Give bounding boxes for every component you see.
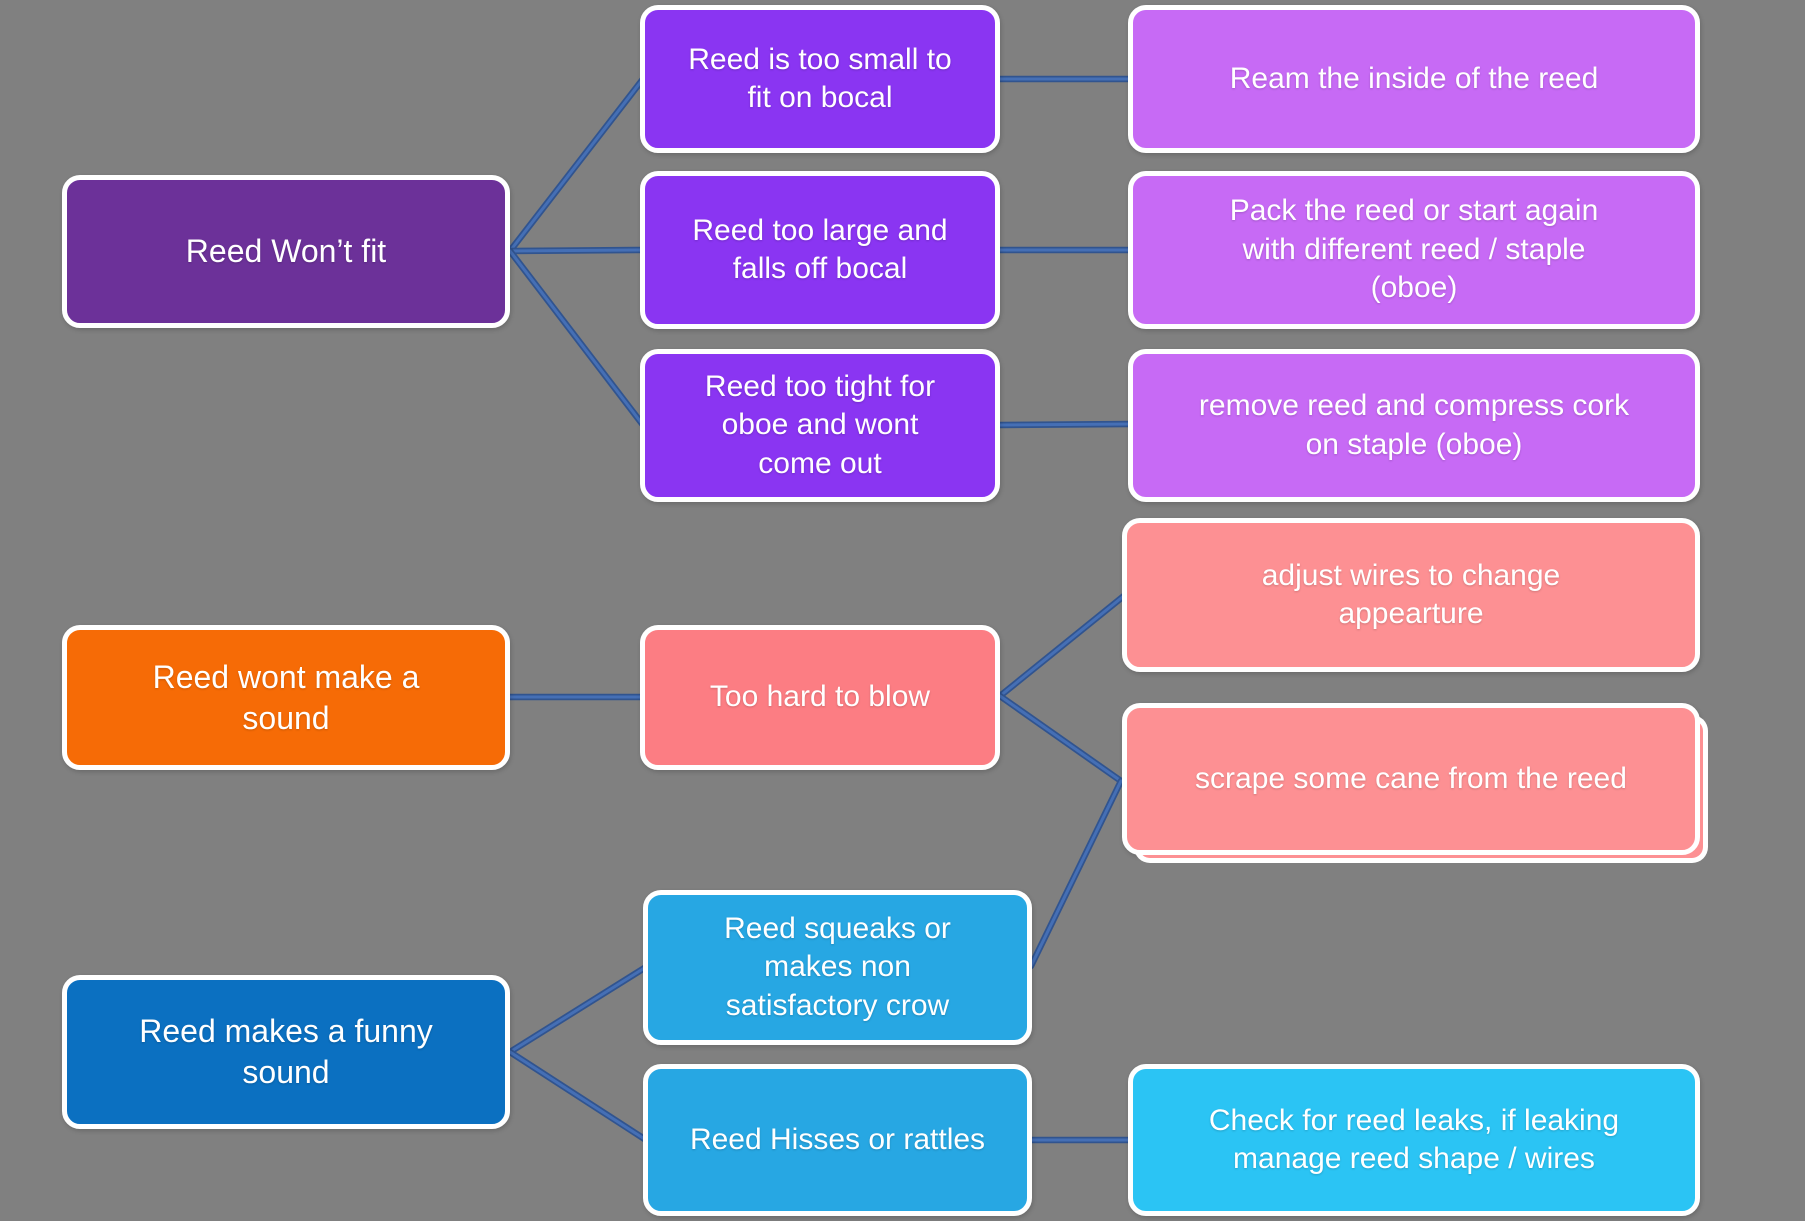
node-too-tight-wont-come-out: Reed too tight for oboe and wont come ou… — [640, 349, 1000, 502]
connector-squeaks-bad-crow--scrape-cane — [1029, 779, 1123, 968]
node-too-small-for-bocal: Reed is too small to fit on bocal — [640, 5, 1000, 153]
node-squeaks-bad-crow: Reed squeaks or makes non satisfactory c… — [643, 890, 1032, 1045]
connector-reed-wont-fit--too-tight-wont-come-out — [508, 249, 645, 427]
node-reed-wont-fit: Reed Won’t fit — [62, 175, 510, 328]
connector-reed-wont-fit--too-small-for-bocal — [508, 77, 645, 253]
connector-too-hard-to-blow--adjust-wires — [998, 593, 1127, 698]
node-adjust-wires: adjust wires to change appearture — [1122, 518, 1700, 672]
connector-reed-wont-fit--too-large-falls-off — [508, 248, 645, 253]
node-wont-make-sound: Reed wont make a sound — [62, 625, 510, 770]
node-too-large-falls-off: Reed too large and falls off bocal — [640, 171, 1000, 329]
node-hisses-rattles: Reed Hisses or rattles — [643, 1064, 1032, 1216]
node-check-leaks: Check for reed leaks, if leaking manage … — [1128, 1064, 1700, 1216]
node-too-hard-to-blow: Too hard to blow — [640, 625, 1000, 770]
connector-funny-sound--hisses-rattles — [508, 1050, 648, 1142]
node-remove-compress-cork: remove reed and compress cork on staple … — [1128, 349, 1700, 502]
node-funny-sound: Reed makes a funny sound — [62, 975, 510, 1129]
node-scrape-cane: scrape some cane from the reed — [1122, 703, 1700, 855]
connector-too-tight-wont-come-out--remove-compress-cork — [998, 422, 1133, 427]
node-pack-or-restart: Pack the reed or start again with differ… — [1128, 171, 1700, 329]
node-ream-inside: Ream the inside of the reed — [1128, 5, 1700, 153]
connector-funny-sound--squeaks-bad-crow — [508, 965, 648, 1054]
connector-too-hard-to-blow--scrape-cane — [998, 694, 1123, 783]
